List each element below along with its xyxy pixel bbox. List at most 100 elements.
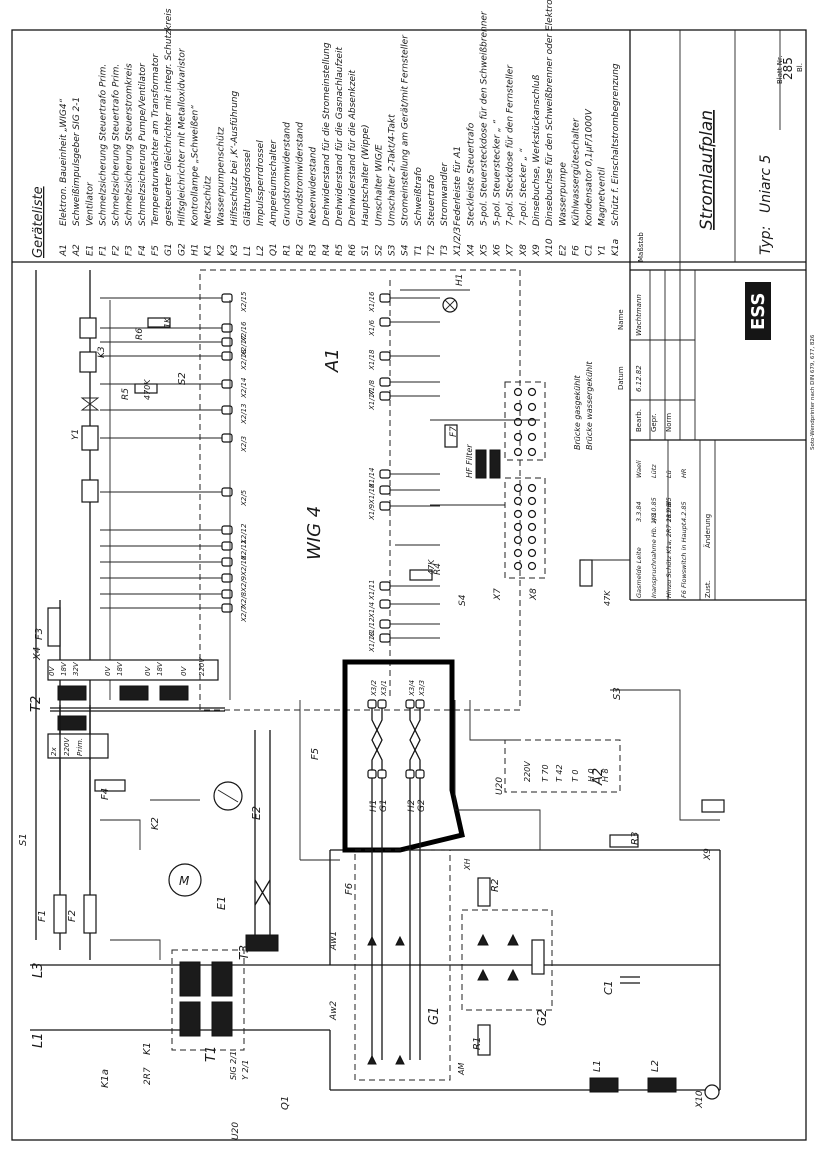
legend-text-s2: Umschalter WIG/E (374, 144, 384, 226)
connector-label-left: X2/5 (240, 489, 248, 507)
x3-pin-label: X3/3 (418, 680, 426, 697)
connector-label-left: X2/14 (240, 377, 248, 399)
connector-label-right: X1/16 (368, 291, 376, 313)
label-q1: Q1 (280, 1096, 291, 1110)
a2-pin-label: T 70 (541, 764, 550, 782)
legend-code-t3: T3 (440, 245, 450, 256)
bearb-date: 6.12.82 (635, 365, 643, 392)
label-y1: Y1 (71, 429, 81, 440)
revision-date: 4.10.85 (650, 497, 658, 522)
connector-pin-left (221, 351, 233, 361)
relay-k1 (81, 479, 99, 503)
revision-date: 4.2.85 (680, 501, 688, 522)
legend-text-f1: Schmelzsicherung Steuertrafo Prim. (98, 64, 108, 226)
plug-pin (527, 561, 537, 571)
plug-pin (513, 509, 523, 519)
label-c1: C1 (602, 980, 615, 995)
label-rt7: 2R7 (143, 1067, 153, 1085)
x3-pin-label: X3/4 (408, 680, 416, 697)
legend-text-c1: Kondensator 0,1µF/1000V (585, 108, 595, 226)
plug-x5-x6 (504, 381, 546, 461)
x4-tap-label: 0V (144, 666, 152, 676)
revision-name: Lü (665, 470, 673, 478)
legend-code-t2: T2 (427, 245, 437, 256)
side-note: Soto-Wendprinter nach DIN 679, 677, 826 (810, 334, 816, 450)
x3-pin-group (371, 705, 421, 1060)
connector-pin-right (379, 317, 391, 327)
legend-code-l1: L1 (243, 245, 253, 256)
type-label: Typ: (758, 226, 774, 255)
x3-pin-label: X3/2 (370, 679, 378, 697)
ess-logo-text: ESS (748, 293, 769, 330)
connector-pin-left (221, 337, 233, 347)
connector-label-right: X1/4 (368, 602, 376, 619)
legend-text-k1a: Schütz f. Einschaltstrombegrenzung (611, 63, 621, 226)
legend-text-a2: Schweißimpulsgeber SIG 2-1 (72, 97, 82, 226)
col-datum: Datum (617, 366, 625, 390)
label-wig4: WIG 4 (304, 506, 325, 560)
valve-symbol (80, 397, 100, 411)
connector-label-left: X2/13 (240, 403, 248, 425)
legend-code-f5: F5 (151, 245, 161, 256)
ess-logo: ESS (745, 282, 771, 340)
legend-code-x123: X1/2/3 (453, 226, 463, 257)
resistor-r1 (477, 1024, 491, 1056)
hf-filter-coil-1 (475, 449, 487, 479)
legend-text-k2: Wasserpumpenschütz (217, 127, 227, 226)
type-value: Uniarc 5 (758, 155, 774, 213)
legend-code-a2: A2 (72, 244, 82, 257)
connector-label-right: X1/12 (368, 617, 376, 639)
legend-code-x4: X4 (466, 244, 476, 257)
plug-pin (513, 496, 523, 506)
legend-code-x9: X9 (532, 244, 542, 257)
connector-label-left: X2/11 (240, 539, 248, 561)
legend-code-h1: H1 (190, 244, 200, 257)
label-xh: XH (463, 859, 472, 872)
legend-code-r1: R1 (282, 244, 292, 256)
legend-heading: Geräteliste (31, 186, 46, 258)
connector-label-right: X1/17 (368, 389, 376, 411)
x3-pin (367, 699, 377, 709)
label-t3: T3 (237, 945, 251, 960)
legend-text-x4: Steckleiste Steuertrafo (466, 122, 476, 226)
plug-pin (513, 402, 523, 412)
plug-pin (527, 447, 537, 457)
connector-pin-right (379, 391, 391, 401)
a2-pin-label: H 0 (587, 768, 596, 782)
legend-code-t1: T1 (414, 245, 424, 256)
x3-pin-lower (377, 769, 387, 779)
legend-code-f4: F4 (138, 245, 148, 256)
legend-text-q1: Amperéumschalter (268, 139, 279, 227)
g1-pin-label: H1 (369, 800, 379, 813)
label-r5: R5 (121, 388, 131, 400)
revision-date: 3.3.84 (635, 501, 643, 522)
x4-primary-label: 2x (50, 747, 58, 756)
label-u20-b: U20 (495, 777, 505, 795)
connector-label-right: X1/8 (368, 379, 376, 397)
legend-code-f2: F2 (112, 245, 122, 256)
choke-l1 (589, 1077, 619, 1093)
a2-pin-label: T 42 (555, 764, 564, 782)
x3-pin (405, 699, 415, 709)
aenderung-label: Änderung (703, 514, 712, 548)
label-am: AM (457, 1063, 466, 1076)
revision-text: F6 Flowswitch in Haupt. (680, 521, 688, 598)
legend-code-a1: A1 (59, 244, 69, 257)
label-g1: G1 (427, 1007, 442, 1025)
legend-code-q1: Q1 (269, 243, 279, 256)
label-t2: T2 (29, 696, 44, 712)
pot-r6 (147, 317, 171, 328)
fuse-f2 (83, 894, 97, 934)
socket-x10 (704, 1084, 720, 1100)
plug-x7-x8 (504, 477, 546, 579)
label-h1: H1 (455, 274, 465, 287)
connector-label-left: X2/15 (240, 291, 248, 313)
legend-text-x7: 7-pol. Steckdose für den Fernsteller (506, 64, 516, 226)
legend-text-f5: Temperaturwächter am Transformator (151, 53, 161, 226)
rectifier-g2 (461, 909, 553, 1011)
legend-text-s3: Umschalter 2-Takt/4-Takt (387, 114, 397, 226)
diagram-labels: WIG 4 A1 A2 HF Filter Brücke gasgekühlt … (18, 274, 713, 1141)
